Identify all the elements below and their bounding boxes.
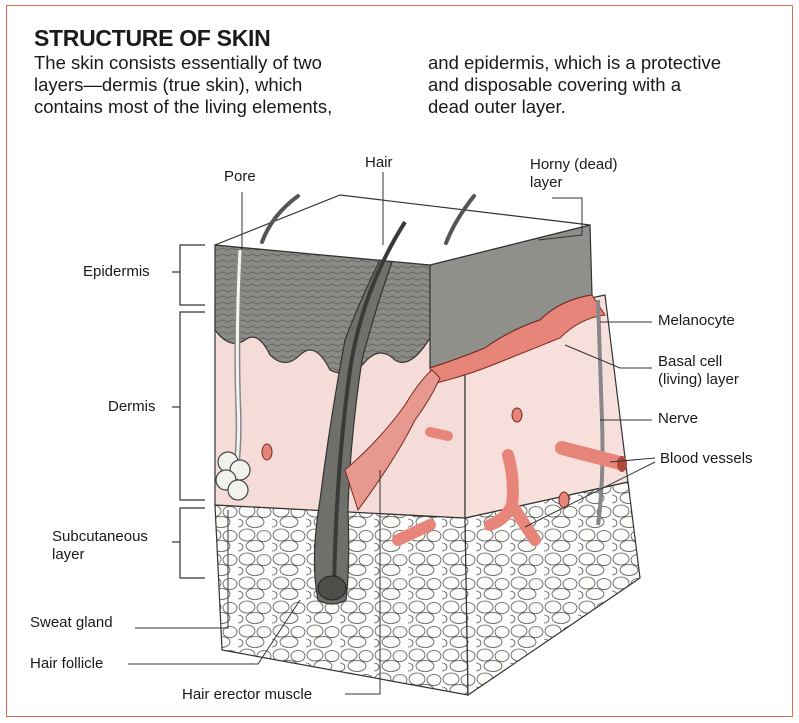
label-epidermis: Epidermis: [83, 263, 150, 281]
subcutaneous-fat-side: [465, 482, 640, 695]
label-subcutaneous-layer: Subcutaneous layer: [52, 528, 148, 564]
label-basal-cell-layer: Basal cell (living) layer: [658, 353, 739, 389]
hair-bulb: [318, 576, 346, 600]
label-melanocyte: Melanocyte: [658, 312, 735, 330]
label-hair-erector-muscle: Hair erector muscle: [182, 686, 312, 704]
label-horny-layer: Horny (dead) layer: [530, 156, 618, 192]
label-blood-vessels: Blood vessels: [660, 450, 753, 468]
label-sweat-gland: Sweat gland: [30, 614, 113, 632]
label-pore: Pore: [224, 168, 256, 186]
label-dermis: Dermis: [108, 398, 156, 416]
blood-vessel-small: [430, 432, 448, 436]
layer-brackets: [172, 245, 205, 578]
label-hair-follicle: Hair follicle: [30, 655, 103, 673]
label-hair: Hair: [365, 154, 393, 172]
label-nerve: Nerve: [658, 410, 698, 428]
